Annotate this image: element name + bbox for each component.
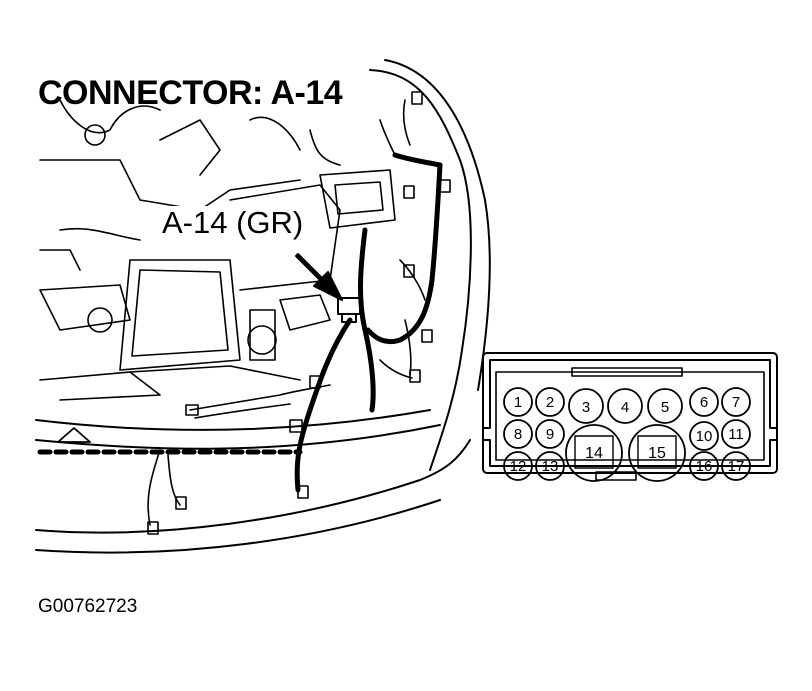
fender-outline	[35, 59, 491, 554]
wiring-harness	[294, 152, 443, 493]
pin-label-13: 13	[542, 458, 559, 475]
connector-face	[482, 352, 778, 481]
pin-label-9: 9	[546, 426, 554, 443]
pin-14	[565, 424, 623, 482]
figure-id: G00762723	[38, 596, 138, 617]
thin-wires	[147, 99, 426, 526]
pin-2	[535, 387, 565, 417]
pin-label-17: 17	[728, 458, 745, 475]
pin-label-5: 5	[661, 399, 669, 416]
page-title: CONNECTOR: A-14	[38, 74, 343, 112]
connector-callout-label: A-14 (GR)	[160, 205, 306, 240]
pin-15	[628, 424, 686, 482]
connector-pins	[503, 387, 751, 482]
pin-label-11: 11	[728, 426, 744, 443]
pin-5	[647, 388, 683, 424]
pin-11	[721, 419, 751, 449]
pin-label-8: 8	[514, 426, 522, 443]
pin-labels: 1 2 3 4 5 6 7 8 9 10 11 12 13 14 15 16 1…	[510, 394, 745, 475]
pin-label-6: 6	[700, 394, 708, 411]
pin-13	[535, 451, 565, 481]
pin-label-3: 3	[582, 399, 590, 416]
pin-label-12: 12	[510, 458, 527, 475]
pin-label-15: 15	[648, 445, 666, 462]
arrow-pointer-icon	[295, 253, 343, 301]
engine-components	[39, 99, 396, 401]
pin-8	[503, 419, 533, 449]
warning-triangle-icon	[57, 427, 91, 443]
pin-label-7: 7	[732, 394, 740, 411]
pin-4	[607, 388, 643, 424]
pin-1	[503, 387, 533, 417]
pin-7	[721, 387, 751, 417]
small-connectors	[147, 91, 451, 535]
pin-label-14: 14	[585, 445, 603, 462]
pin-label-10: 10	[696, 428, 713, 445]
pin-label-1: 1	[514, 394, 522, 411]
pin-6	[689, 387, 719, 417]
pin-3	[568, 388, 604, 424]
pin-9	[535, 419, 565, 449]
pin-12	[503, 451, 533, 481]
pin-10	[689, 421, 719, 451]
pin-16	[689, 451, 719, 481]
target-connector-a14	[337, 297, 361, 323]
pin-label-2: 2	[546, 394, 554, 411]
pin-label-4: 4	[621, 399, 629, 416]
pin-label-16: 16	[696, 458, 713, 475]
pin-17	[721, 451, 751, 481]
